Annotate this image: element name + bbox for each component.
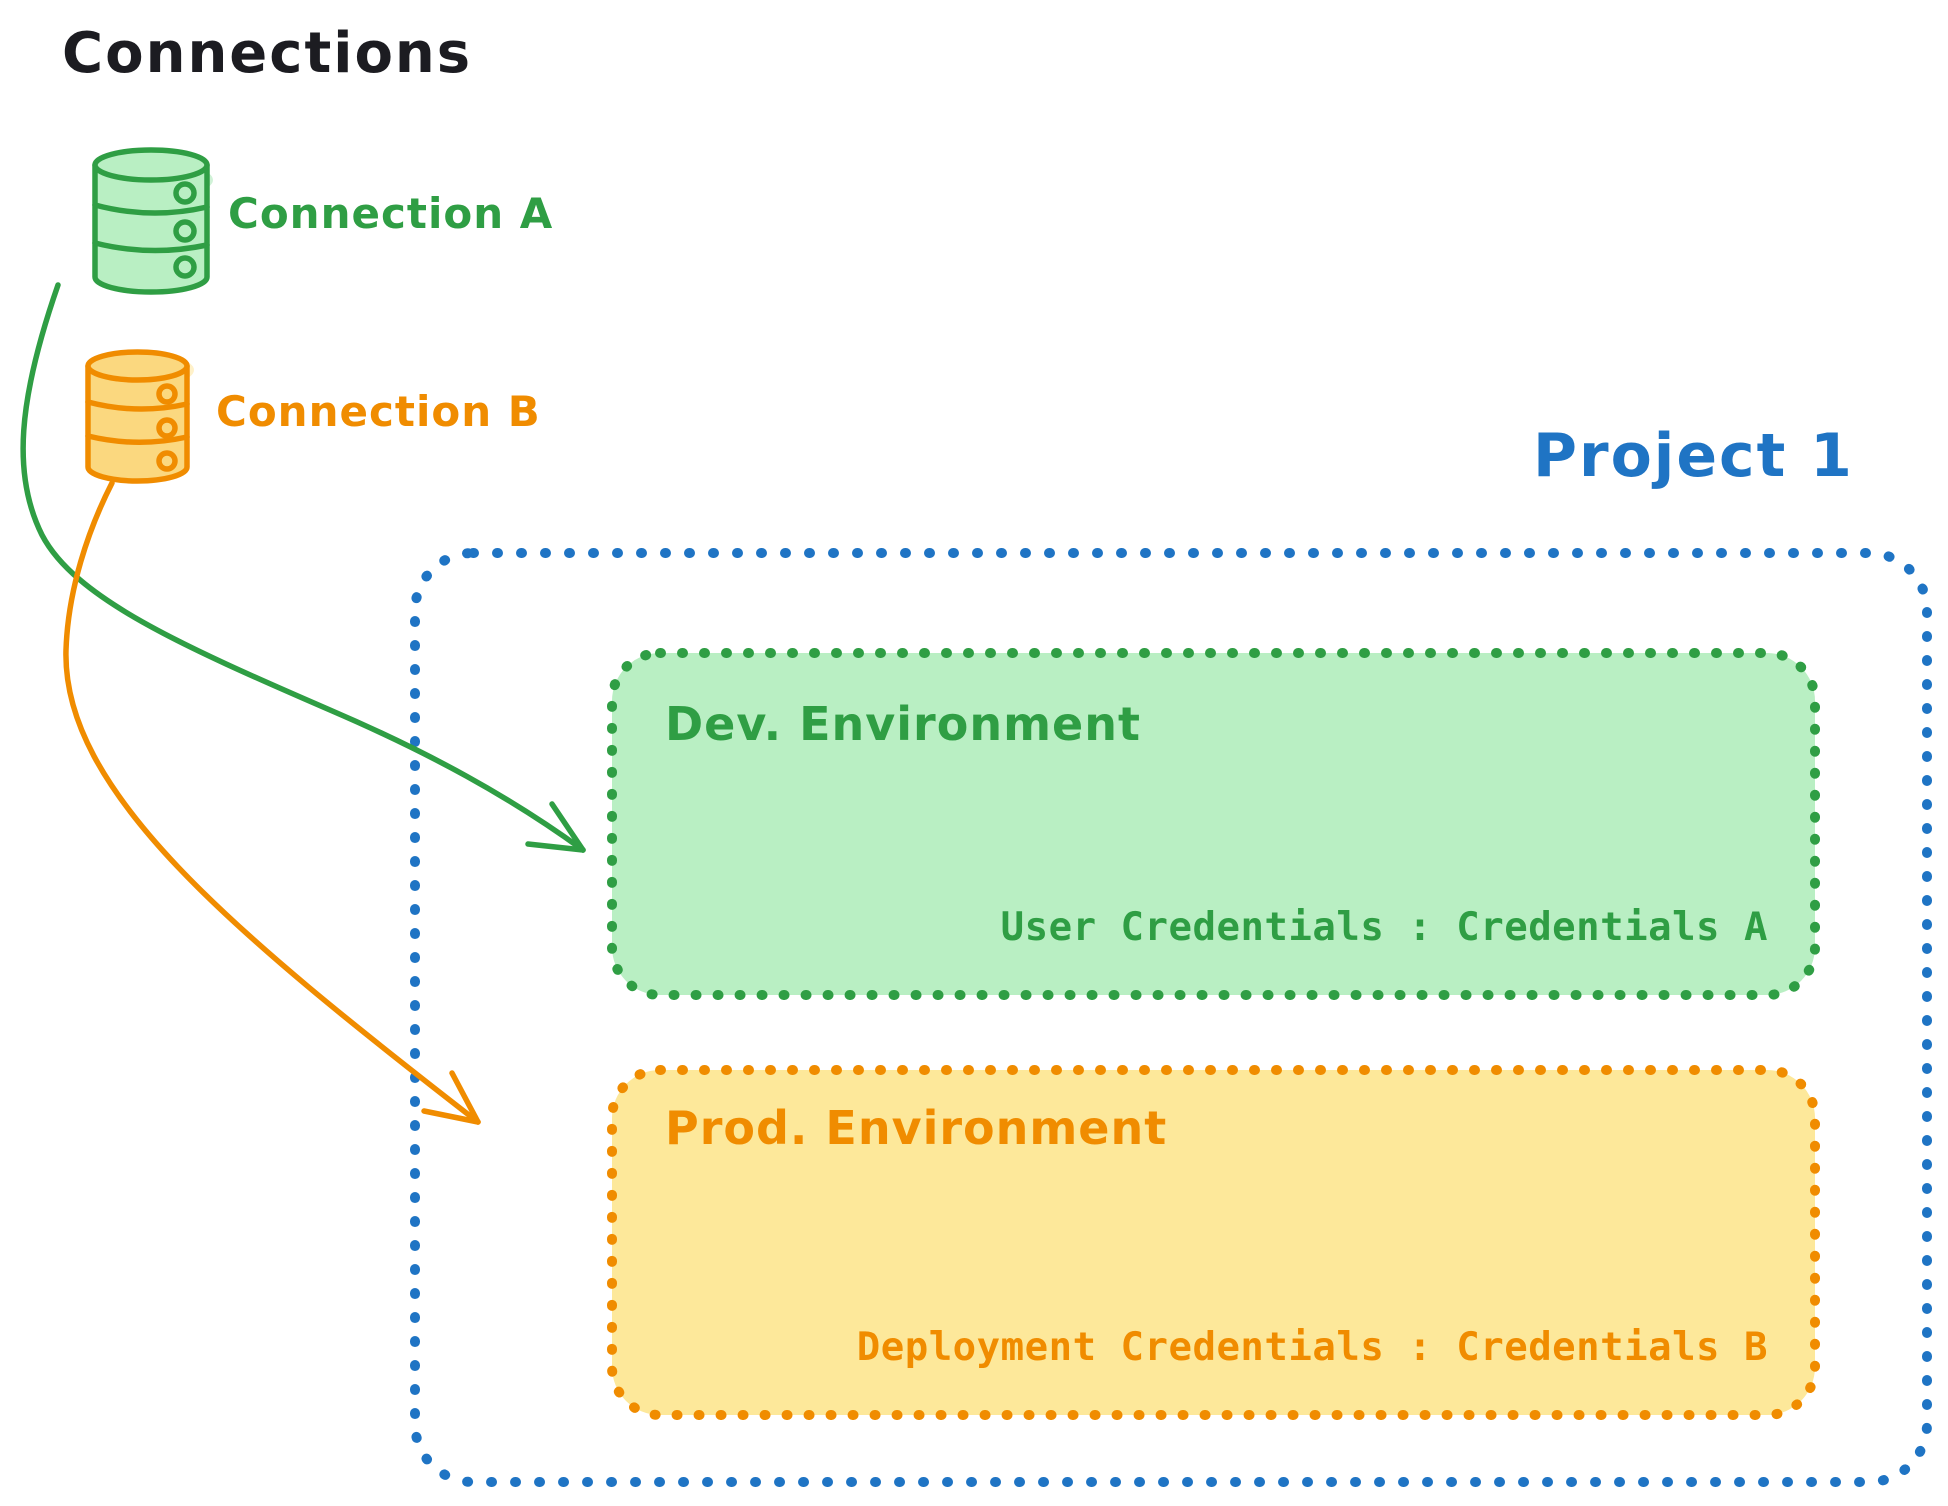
diagram-title: Connections [62, 21, 473, 86]
arrow-connection-a-to-dev [20, 282, 586, 853]
arrow-connection-b-to-prod [63, 480, 481, 1125]
connection-b-label: Connection B [216, 387, 541, 436]
dev-environment-label: Dev. Environment [665, 697, 1141, 751]
connection-a-label: Connection A [228, 189, 554, 238]
database-icon-connection-a [92, 147, 213, 295]
dev-environment-box-fill [612, 653, 1815, 995]
prod-environment-credentials: Deployment Credentials : Credentials B [856, 1325, 1768, 1370]
prod-environment-box [607, 1065, 1820, 1420]
project-label: Project 1 [1533, 421, 1854, 491]
dev-environment-box [607, 648, 1820, 1000]
prod-environment-label: Prod. Environment [665, 1101, 1168, 1155]
database-icon-connection-b [85, 349, 194, 484]
dev-environment-credentials: User Credentials : Credentials A [1000, 905, 1768, 950]
prod-environment-box-fill [612, 1070, 1815, 1415]
project-container-box [410, 548, 1932, 1487]
